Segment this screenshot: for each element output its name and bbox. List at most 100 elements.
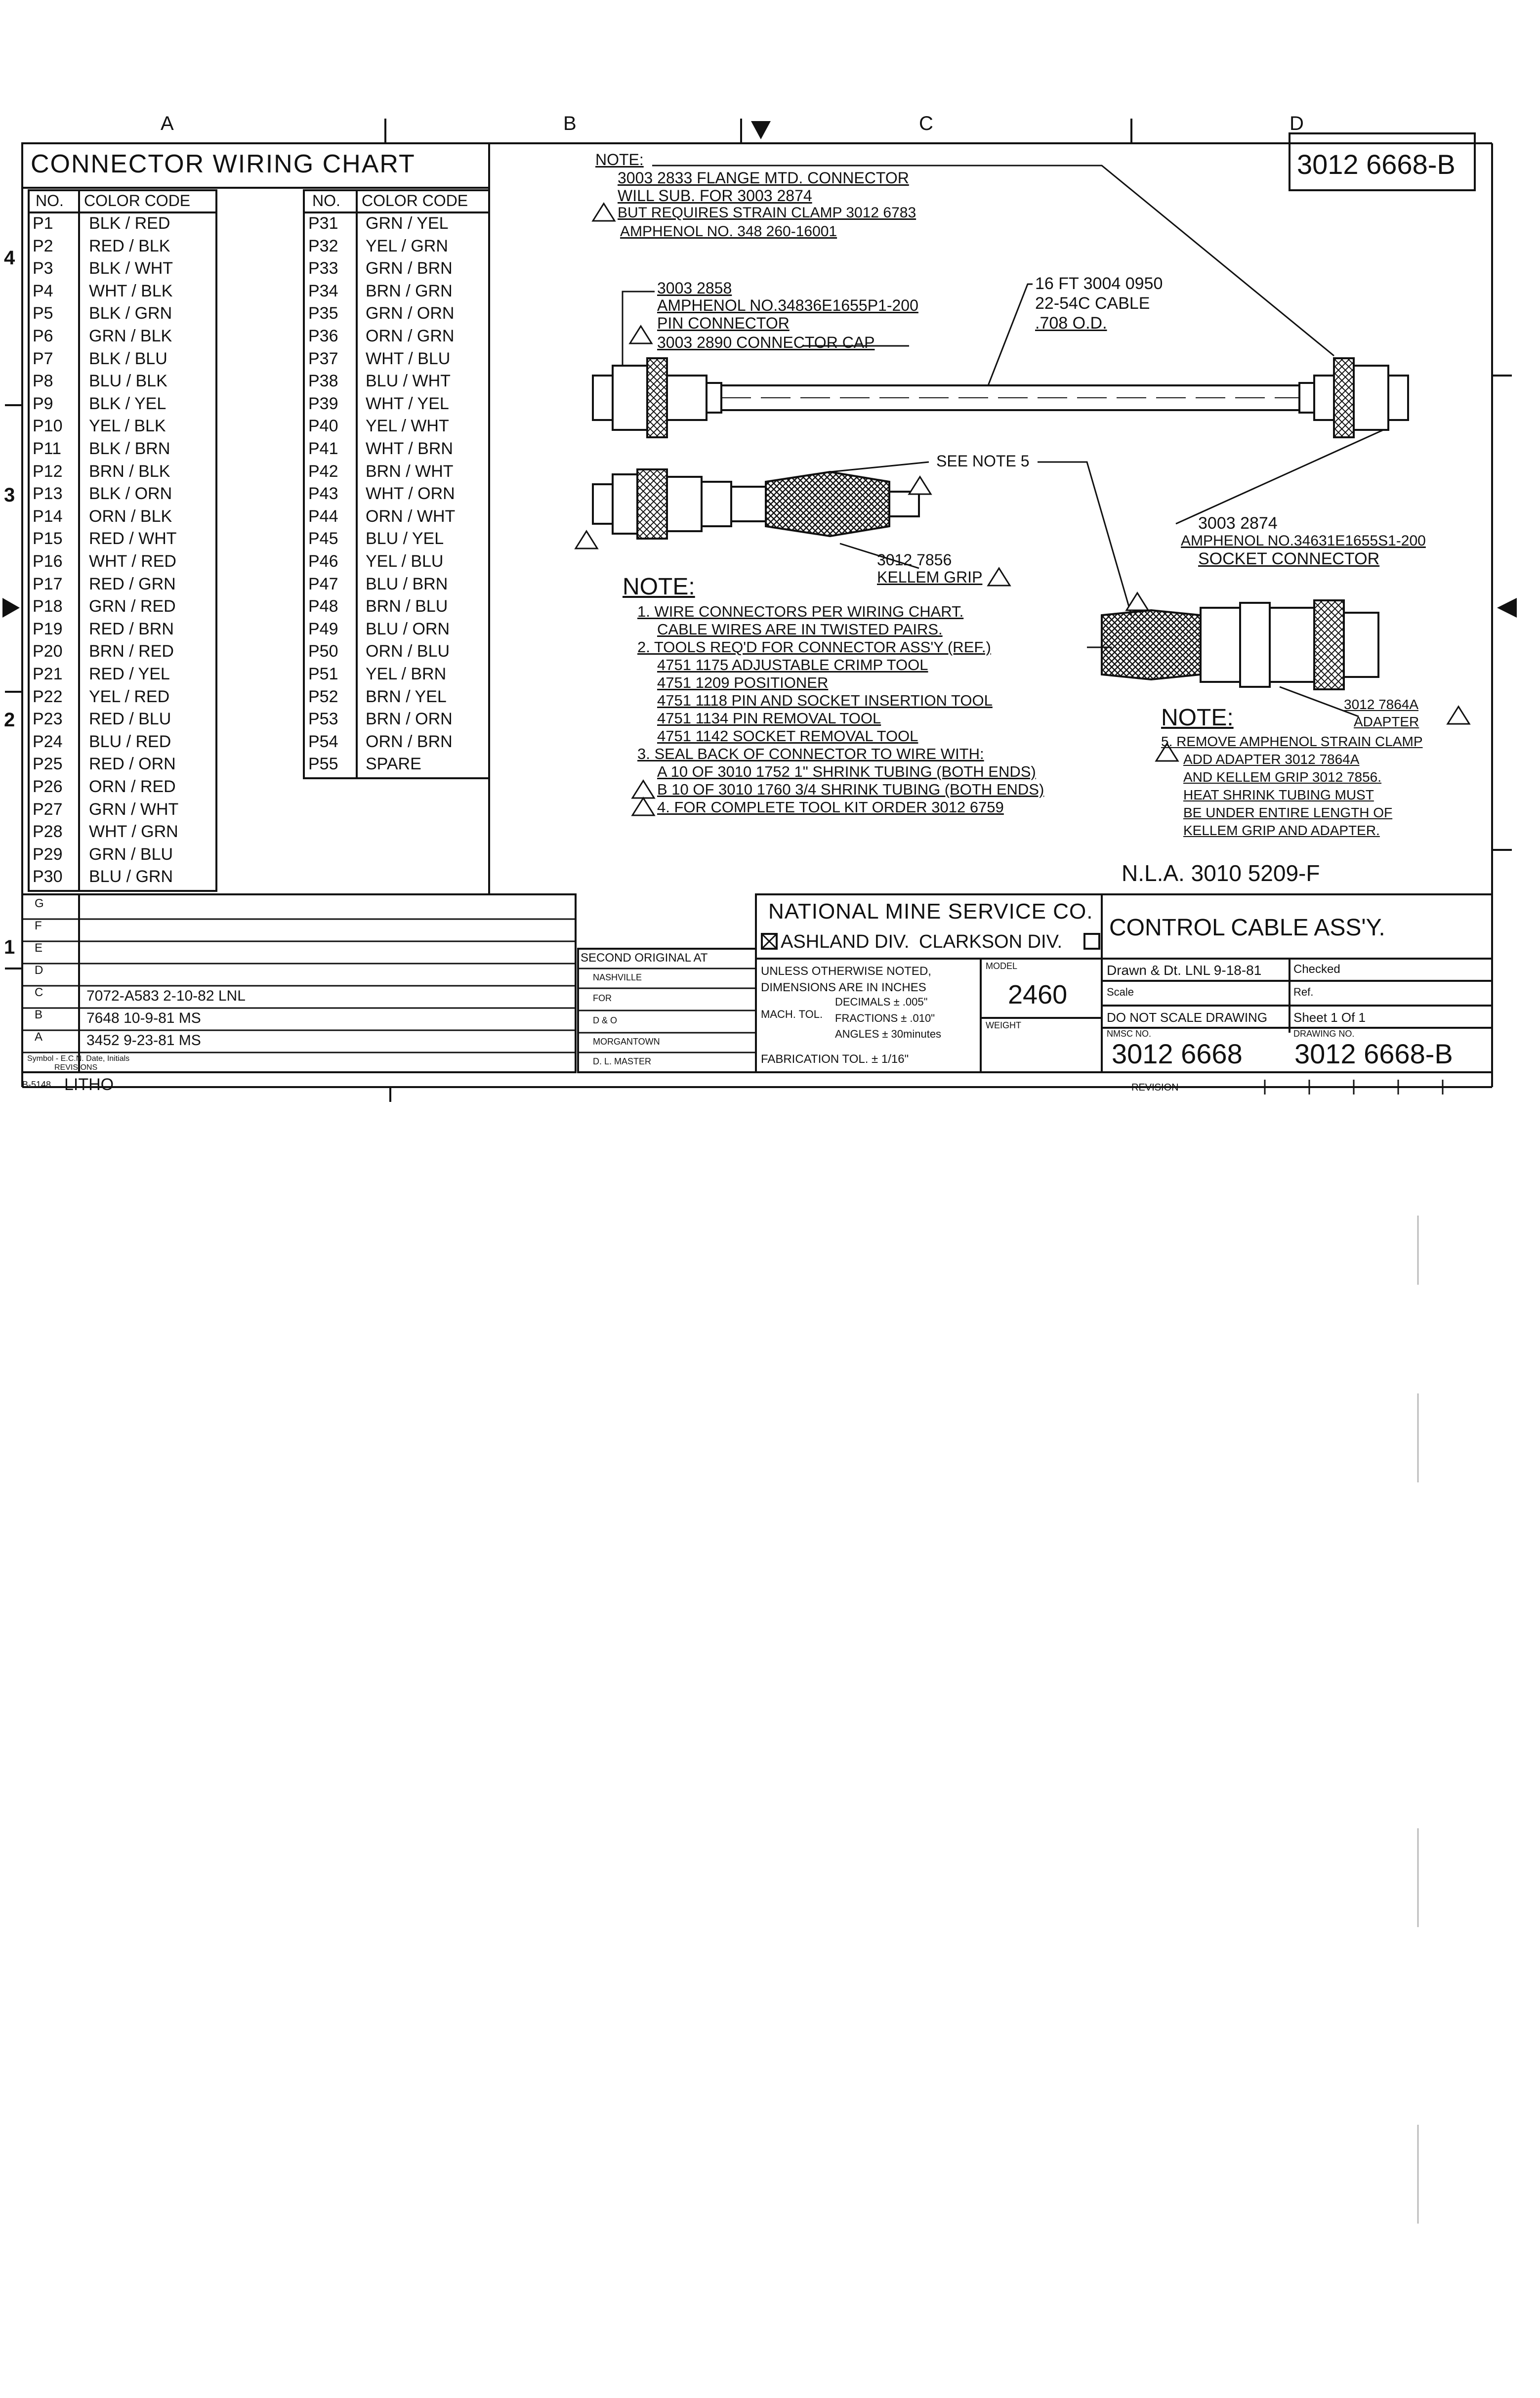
right-pin-number: P50 [308, 642, 338, 661]
left-header-no: NO. [36, 192, 64, 210]
right-pin-number: P38 [308, 372, 338, 391]
right-pin-number: P48 [308, 597, 338, 616]
mach-tol: MACH. TOL. [761, 1008, 823, 1020]
right-color-code: ORN / GRN [366, 327, 455, 345]
sheet-label: Sheet 1 Of 1 [1293, 1010, 1366, 1025]
left-color-code: BLK / RED [89, 214, 170, 233]
left-pin-number: P10 [33, 417, 63, 436]
adapter-callout-2: ADAPTER [1354, 714, 1419, 729]
left-color-code: BLU / RED [89, 732, 171, 751]
left-color-code: RED / BLU [89, 710, 171, 729]
left-color-code: BRN / RED [89, 642, 174, 661]
right-color-code: GRN / YEL [366, 214, 449, 233]
left-color-code: ORN / BLK [89, 506, 172, 526]
left-color-code: BLU / BLK [89, 372, 167, 391]
kellem-callout-1: 3012 7856 [877, 551, 952, 569]
main-note-line: 4751 1142 SOCKET REMOVAL TOOL [657, 727, 918, 745]
location-5: D. L. MASTER [593, 1056, 652, 1066]
revision-letter: D [35, 964, 43, 977]
left-color-code: WHT / GRN [89, 822, 178, 841]
left-color-code: BLK / ORN [89, 484, 172, 504]
left-color-code: YEL / BLK [89, 417, 166, 436]
right-pin-number: P33 [308, 259, 338, 278]
note5-label: NOTE: [1161, 705, 1234, 731]
left-color-code: WHT / RED [89, 552, 176, 571]
revision-letter: C [35, 986, 43, 999]
right-color-code: WHT / BRN [366, 439, 453, 458]
left-color-code: BLK / GRN [89, 304, 172, 323]
drawing-number-box: 3012 6668-B [1297, 149, 1456, 180]
location-3: D & O [593, 1015, 618, 1025]
right-color-code: BRN / WHT [366, 462, 454, 481]
cable-callout-3: .708 O.D. [1035, 314, 1107, 333]
revision-letter: F [35, 919, 42, 932]
left-color-code: BLK / BLU [89, 349, 167, 368]
right-pin-number: P39 [308, 394, 338, 413]
right-color-code: ORN / WHT [366, 506, 456, 526]
right-pin-number: P35 [308, 304, 338, 323]
left-color-code: GRN / WHT [89, 799, 179, 819]
right-pin-number: P54 [308, 732, 338, 751]
left-pin-number: P30 [33, 867, 63, 886]
adapter-callout-1: 3012 7864A [1344, 697, 1419, 712]
zone-letter-a: A [161, 113, 174, 134]
left-pin-number: P16 [33, 552, 63, 571]
zone-letter-d: D [1290, 113, 1304, 134]
right-color-code: YEL / BRN [366, 665, 447, 683]
right-pin-number: P49 [308, 619, 338, 638]
drawing-no-label: DRAWING NO. [1293, 1029, 1355, 1039]
see-note-callout: SEE NOTE 5 [936, 452, 1030, 470]
left-pin-number: P13 [33, 484, 63, 504]
nla-number: N.L.A. 3010 5209-F [1122, 860, 1320, 886]
left-pin-number: P9 [33, 394, 53, 413]
ref-label: Ref. [1293, 986, 1314, 998]
right-pin-number: P37 [308, 349, 338, 368]
left-pin-number: P23 [33, 710, 63, 729]
left-pin-number: P25 [33, 755, 63, 774]
right-color-code: YEL / GRN [366, 236, 448, 255]
right-pin-number: P41 [308, 439, 338, 458]
left-pin-number: P17 [33, 574, 63, 593]
right-color-code: SPARE [366, 755, 421, 774]
right-color-code: BLU / WHT [366, 372, 451, 391]
right-color-code: BLU / BRN [366, 574, 448, 593]
left-color-code: RED / YEL [89, 665, 170, 683]
right-color-code: GRN / ORN [366, 304, 455, 323]
left-pin-number: P15 [33, 529, 63, 548]
right-color-code: WHT / ORN [366, 484, 455, 504]
right-header-no: NO. [312, 192, 340, 210]
right-header-color: COLOR CODE [362, 192, 468, 210]
right-color-code: BRN / BLU [366, 597, 448, 616]
left-color-code: GRN / BLK [89, 327, 172, 345]
row-number-3: 3 [4, 484, 15, 506]
scale-label: Scale [1107, 986, 1134, 998]
revision-letter: B [35, 1008, 43, 1021]
note5-line: AND KELLEM GRIP 3012 7856. [1183, 769, 1382, 785]
left-pin-number: P21 [33, 665, 63, 683]
main-note-line: B 10 OF 3010 1760 3/4 SHRINK TUBING (BOT… [657, 781, 1044, 798]
checked-label: Checked [1293, 963, 1340, 976]
row-number-1: 1 [4, 936, 15, 958]
right-pin-number: P40 [308, 417, 338, 436]
upper-cable-assembly [592, 357, 1409, 438]
main-note-line: CABLE WIRES ARE IN TWISTED PAIRS. [657, 621, 943, 638]
adapter-detail [1101, 599, 1379, 690]
location-1: NASHVILLE [593, 972, 642, 982]
left-pin-number: P22 [33, 687, 63, 706]
company-name: NATIONAL MINE SERVICE CO. [768, 899, 1093, 924]
left-color-code: GRN / RED [89, 597, 176, 616]
fractions-tol: FRACTIONS ± .010" [835, 1012, 935, 1024]
form-number: B-5148 [22, 1080, 51, 1090]
left-pin-number: P12 [33, 462, 63, 481]
revision-letter: E [35, 941, 43, 955]
note5-line: ADD ADAPTER 3012 7864A [1183, 752, 1360, 767]
main-note-label: NOTE: [623, 574, 695, 600]
right-pin-number: P36 [308, 327, 338, 345]
right-color-code: ORN / BLU [366, 642, 450, 661]
top-note-line-1: 3003 2833 FLANGE MTD. CONNECTOR [618, 169, 909, 187]
left-color-code: RED / GRN [89, 574, 176, 593]
left-pin-number: P2 [33, 236, 53, 255]
division-ashland: ASHLAND DIV. [781, 931, 910, 952]
left-color-code: GRN / BLU [89, 844, 173, 864]
